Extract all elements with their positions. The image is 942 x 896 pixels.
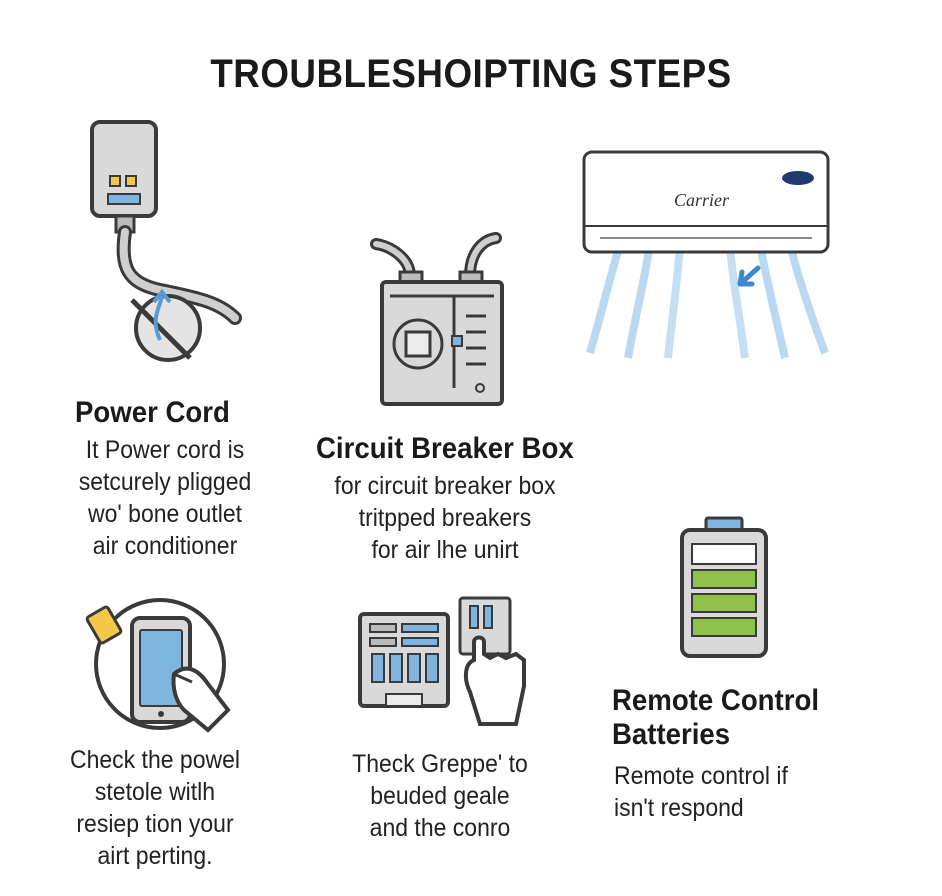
text-line: It Power cord is	[85, 436, 245, 464]
circuit-breaker-box-icon	[370, 232, 504, 406]
text-line: tritpped breakers	[358, 504, 532, 532]
circuit-breaker-heading: Circuit Breaker Box	[316, 432, 574, 465]
text-line: wo' bone outlet	[87, 500, 243, 528]
thermostat-description: Theck Greppe' to beuded geale and the co…	[307, 748, 574, 844]
text-line: for circuit breaker box	[334, 472, 556, 500]
circuit-breaker-description: for circuit breaker box tritpped breaker…	[312, 470, 579, 566]
power-cord-description: It Power cord is setcurely pligged wo' b…	[32, 434, 299, 562]
remote-batteries-description: Remote control if isn't respond	[614, 760, 853, 824]
heading-line: Remote Control	[612, 684, 819, 717]
brand-logo-text: Carrier	[674, 190, 730, 210]
text-line: isn't respond	[614, 794, 744, 822]
text-line: setcurely pligged	[78, 468, 252, 496]
text-line: for air lhe unirt	[371, 536, 519, 564]
text-line: Remote control if	[614, 762, 788, 790]
page-title: TROUBLESHOIPTING STEPS	[210, 52, 732, 96]
power-cord-heading: Power Cord	[75, 396, 230, 429]
heading-line: Batteries	[612, 718, 731, 751]
remote-batteries-heading: Remote Control Batteries	[612, 684, 819, 752]
text-line: Theck Greppe' to	[352, 750, 528, 778]
smartphone-hand-icon	[85, 598, 231, 733]
text-line: resiep tion your	[76, 810, 234, 838]
air-conditioner-icon	[582, 150, 830, 359]
control-panel-hand-icon	[358, 596, 526, 726]
battery-icon	[680, 516, 768, 658]
power-plug-icon	[90, 120, 242, 362]
text-line: airt perting.	[97, 842, 213, 870]
text-line: beuded geale	[370, 782, 510, 810]
text-line: stetole witlh	[94, 778, 216, 806]
text-line: air conditioner	[92, 532, 238, 560]
text-line: Check the powel	[69, 746, 241, 774]
text-line: and the conro	[369, 814, 511, 842]
power-outlet-description: Check the powel stetole witlh resiep tio…	[22, 744, 289, 872]
